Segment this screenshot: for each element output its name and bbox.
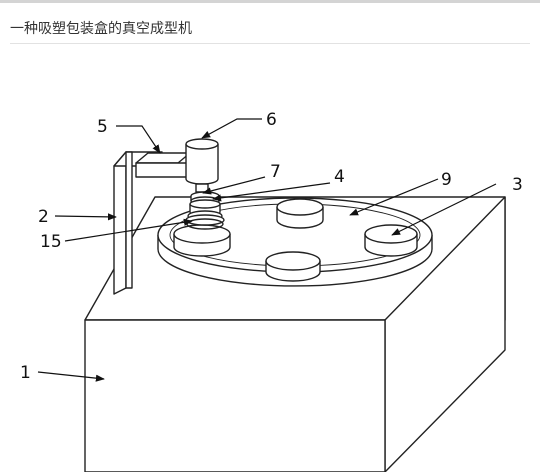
title-divider: [10, 43, 530, 44]
callout-3: 3: [512, 175, 523, 195]
mould-cup-front: [265, 251, 321, 282]
callout-7: 7: [270, 162, 281, 182]
mould-cup-rear: [276, 198, 324, 229]
top-border: [0, 0, 540, 3]
leader-lines: [37, 118, 497, 382]
callout-5: 5: [97, 117, 108, 137]
vacuum-motor: [185, 138, 219, 193]
support-frame: [113, 151, 191, 295]
page-title: 一种吸塑包装盒的真空成型机: [10, 21, 192, 37]
mould-cup-right: [364, 224, 418, 257]
callout-labels: 1 2 3 4 5 6 7 9 15: [20, 110, 523, 383]
mould-cup-left: [173, 224, 231, 257]
callout-9: 9: [441, 170, 452, 190]
callout-4: 4: [334, 167, 345, 187]
callout-2: 2: [38, 207, 49, 227]
callout-15: 15: [40, 232, 62, 252]
callout-6: 6: [266, 110, 277, 130]
callout-1: 1: [20, 363, 31, 383]
suction-head: [185, 191, 225, 230]
